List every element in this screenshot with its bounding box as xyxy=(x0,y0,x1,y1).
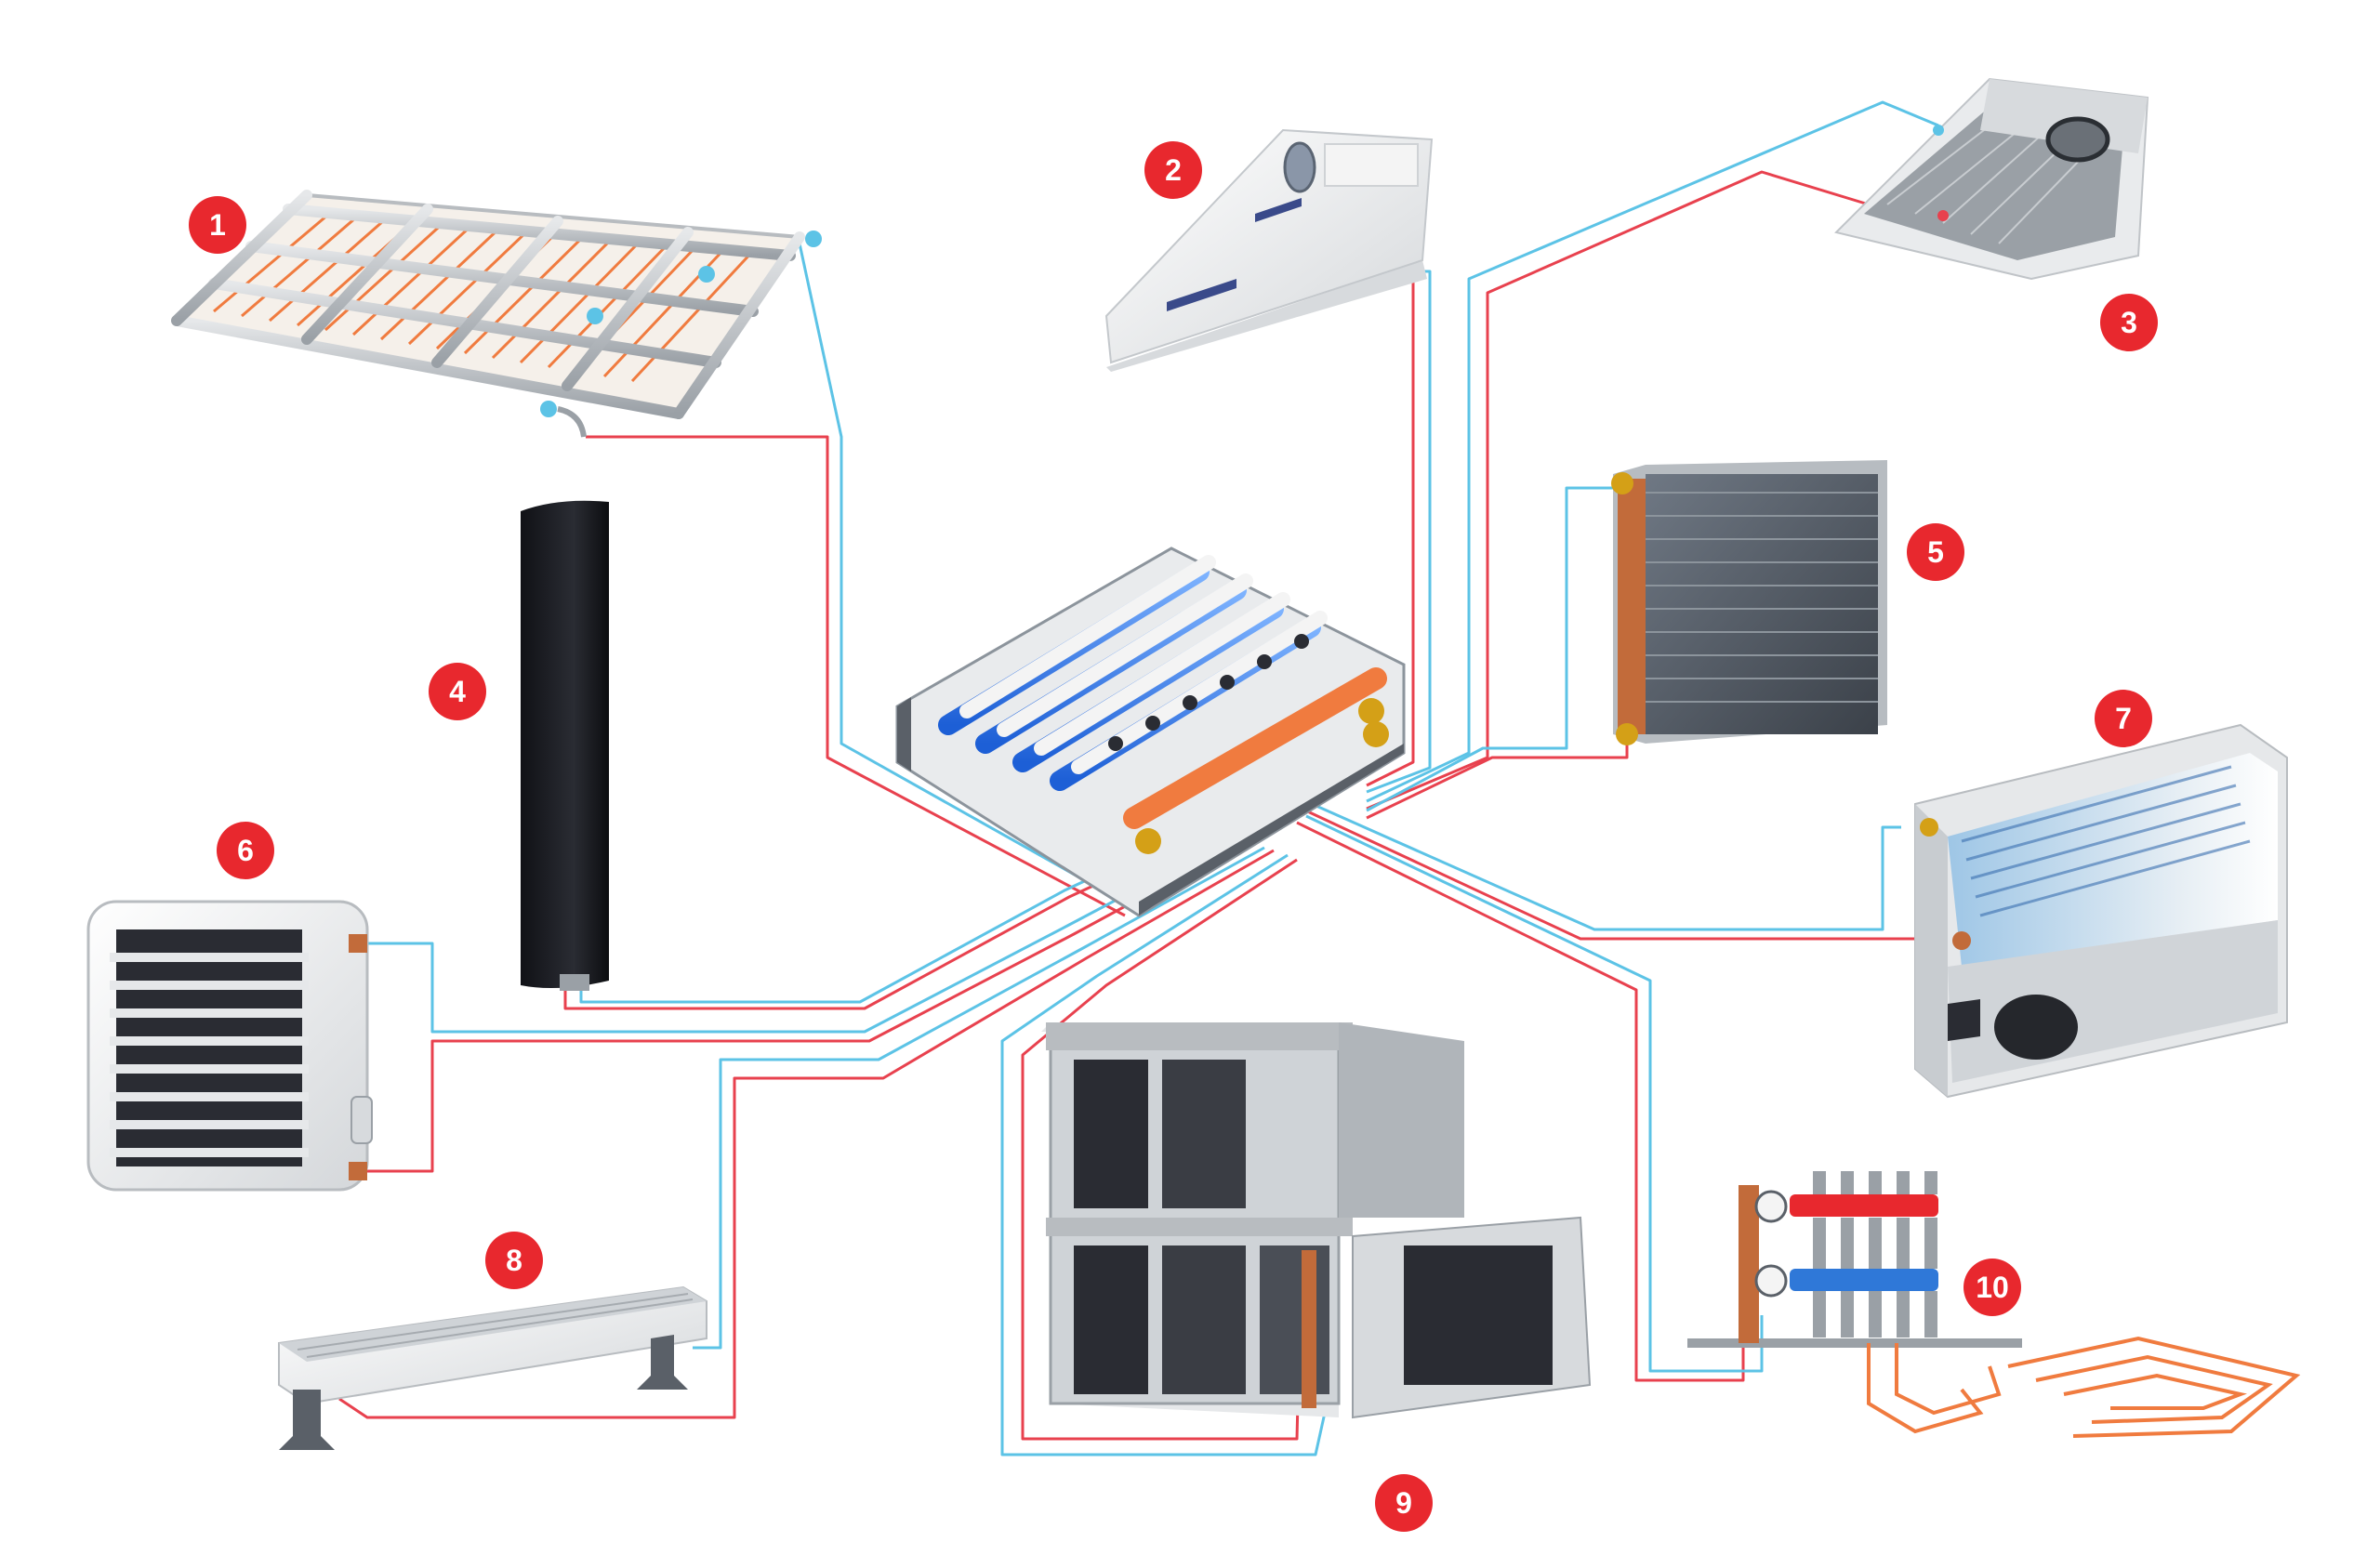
supply-line-1 xyxy=(586,435,1126,917)
chilled-ceiling-panel-icon xyxy=(171,190,822,438)
unit-heater-icon xyxy=(86,900,373,1192)
return-line-10 xyxy=(1305,814,1764,1373)
return-line-7 xyxy=(1301,797,1901,931)
return-line-9 xyxy=(1000,853,1327,1456)
label-badge-5: 5 xyxy=(1907,523,1964,581)
label-badge-8: 8 xyxy=(485,1232,543,1289)
supply-line-8 xyxy=(338,849,1275,1419)
label-badge-3: 3 xyxy=(2100,294,2158,351)
floor-convector-icon xyxy=(278,1285,707,1450)
vertical-radiator-icon xyxy=(521,500,609,991)
label-badge-4: 4 xyxy=(429,663,486,720)
label-badge-10: 10 xyxy=(1964,1259,2021,1316)
label-badge-6: 6 xyxy=(217,822,274,879)
return-line-6 xyxy=(363,839,1228,1034)
return-line-3 xyxy=(1366,100,1939,803)
return-line-8 xyxy=(693,846,1265,1350)
slot-diffuser-icon xyxy=(1104,128,1434,372)
supply-line-3 xyxy=(1366,170,1870,811)
label-badge-7: 7 xyxy=(2095,690,2152,747)
central-distribution-manifold-icon xyxy=(895,547,1406,917)
fan-coil-unit-icon xyxy=(1914,723,2288,1099)
return-line-1 xyxy=(798,243,1140,913)
supply-line-6 xyxy=(363,844,1237,1173)
heat-exchanger-coil-icon xyxy=(1611,460,1887,745)
supply-line-5 xyxy=(1366,734,1629,820)
label-badge-2: 2 xyxy=(1144,141,1202,199)
supply-line-10 xyxy=(1296,821,1745,1382)
label-badge-9: 9 xyxy=(1375,1474,1433,1532)
label-badge-1: 1 xyxy=(189,196,246,254)
ceiling-cassette-icon xyxy=(1834,77,2149,281)
underfloor-manifold-icon xyxy=(1687,1171,2301,1438)
air-handling-unit-icon xyxy=(1041,1022,1592,1419)
supply-line-7 xyxy=(1301,807,1957,941)
return-line-5 xyxy=(1366,486,1618,812)
